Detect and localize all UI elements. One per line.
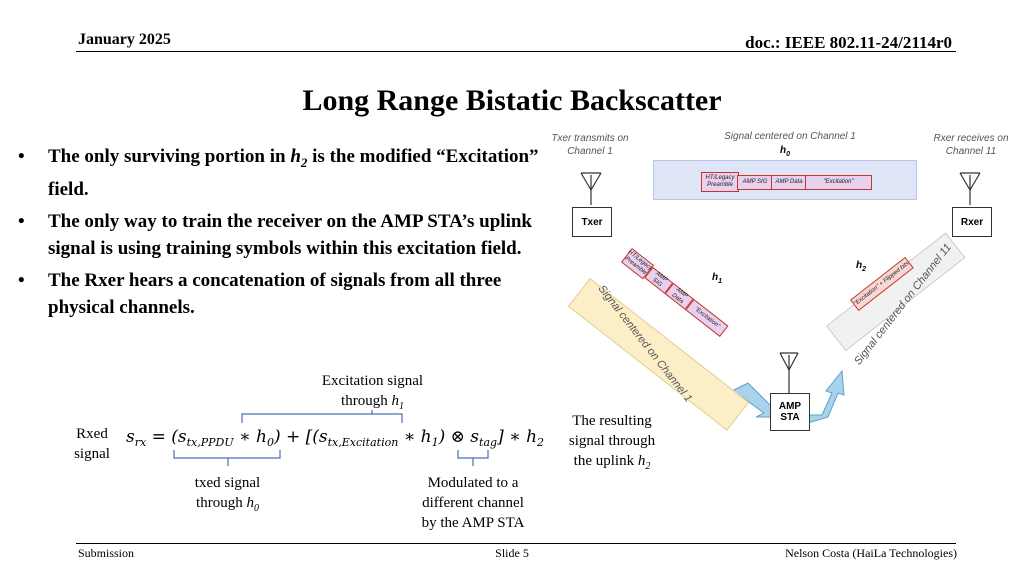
bullet-glyph: •	[18, 269, 25, 291]
h2-label: h2	[856, 260, 867, 273]
slide-title: Long Range Bistatic Backscatter	[302, 84, 722, 117]
top-preamble-field: HT/Legacy Preamble	[701, 172, 739, 192]
antenna-icon	[580, 172, 602, 205]
bullet-glyph: •	[18, 210, 25, 232]
excitation-note: Excitation signal through h1	[321, 373, 424, 412]
tag-bracket	[457, 450, 489, 459]
txer-node: Txer	[572, 207, 612, 237]
excitation-bracket	[241, 413, 403, 423]
bullet-item: • The only way to train the receiver on …	[18, 208, 548, 262]
rx-signal-equation: srx = (stx,PPDU ∗ h0) + [(stx,Excitation…	[126, 427, 545, 449]
top-excitation-field: "Excitation"	[805, 175, 872, 190]
footer-slide-number: Slide 5	[495, 546, 529, 560]
antenna-icon	[959, 172, 981, 205]
footer-author: Nelson Costa (HaiLa Technologies)	[785, 546, 957, 560]
bullet-item: • The only surviving portion in h2 is th…	[18, 143, 548, 203]
rxer-node: Rxer	[952, 207, 992, 237]
equation-brackets	[173, 410, 489, 466]
txed-bracket	[173, 450, 281, 459]
center-caption: Signal centered on Channel 1	[724, 131, 856, 142]
header-rule	[76, 51, 956, 52]
header-doc-id: doc.: IEEE 802.11-24/2114r0	[745, 33, 952, 52]
header-date: January 2025	[78, 31, 171, 48]
txed-note: txed signal through h0	[194, 475, 261, 514]
footer-rule	[76, 543, 956, 544]
modulation-note: Modulated to a different channel by the …	[421, 475, 525, 531]
bullet-glyph: •	[18, 146, 25, 167]
h0-label: h0	[780, 145, 791, 158]
antenna-icon	[779, 352, 799, 393]
rxed-signal-label: Rxed signal	[74, 426, 110, 462]
txer-caption: Txer transmits on Channel 1	[551, 133, 629, 157]
footer-submission: Submission	[78, 546, 135, 560]
result-note: The resulting signal through the uplink …	[568, 413, 656, 472]
h1-label: h1	[712, 272, 723, 285]
rxer-caption: Rxer receives on Channel 11	[933, 133, 1009, 157]
diagram-lines	[580, 172, 981, 424]
arrow-out-icon	[807, 369, 845, 424]
bullet-list: • The only surviving portion in h2 is th…	[18, 143, 548, 326]
top-data-field: AMP Data	[771, 175, 807, 190]
bullet-item: • The Rxer hears a concatenation of sign…	[18, 267, 548, 321]
